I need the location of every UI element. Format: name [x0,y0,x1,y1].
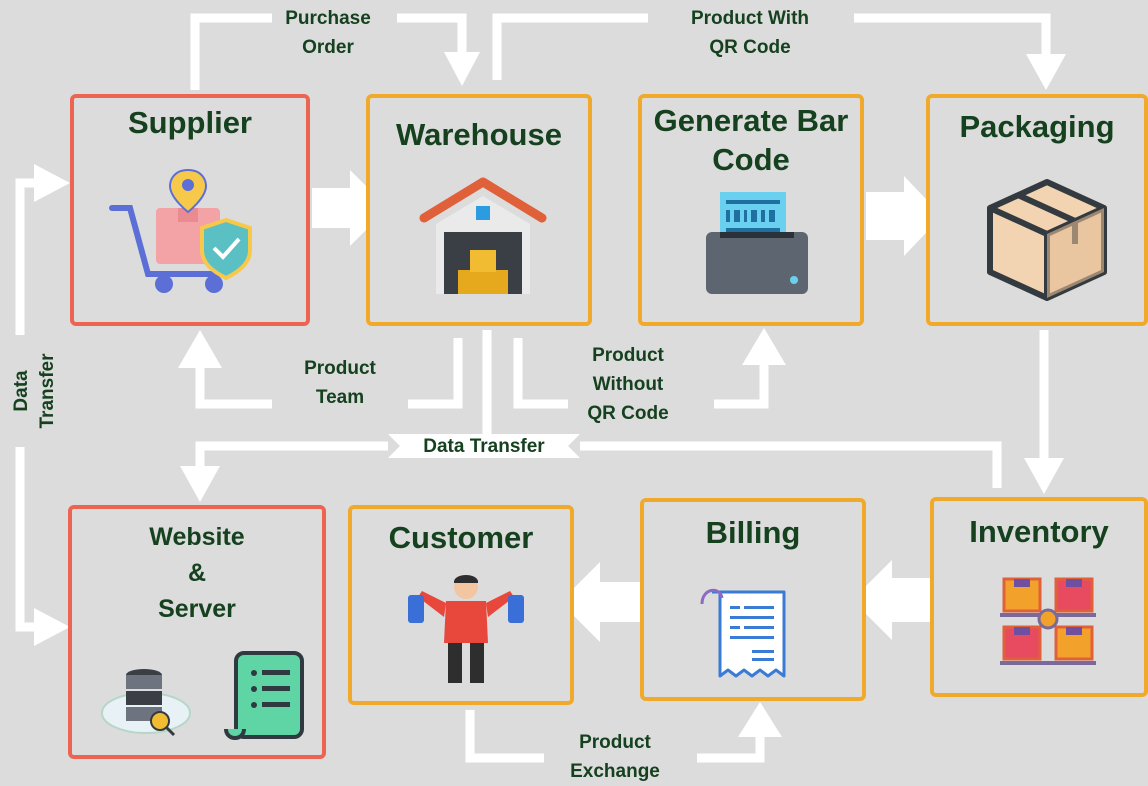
arrowhead-data-left [180,466,220,502]
side-transfer-label: Data Transfer [11,353,58,429]
box-icon [987,179,1107,301]
purchase-order-label: Purchase Order [285,8,371,58]
big-arrow-inventory-billing [852,560,930,640]
product-noqr-line-2 [714,365,769,409]
inventory-node: Inventory [930,497,1148,697]
arrowhead-inventory [1024,458,1064,494]
warehouse-icon [419,177,547,294]
billing-title: Billing [705,515,801,550]
arrowhead-po [444,52,480,86]
side-transfer-line-top [15,178,36,335]
shopper-icon [408,575,524,683]
customer-title: Customer [388,520,534,555]
database-icon [101,669,191,737]
purchase-order-line [190,13,272,90]
purchase-order-line-2 [397,13,467,52]
product-qr-line-2 [854,13,1051,56]
packaging-node: Packaging [926,94,1148,326]
arrowhead-exchange [738,702,782,737]
product-noqr-line [513,338,568,409]
exchange-line [465,710,544,763]
arrowhead-noqr [742,328,786,365]
arrowhead-side-bottom [34,608,70,646]
product-team-line [195,368,272,409]
warehouse-title: Warehouse [396,117,562,152]
product-team-label: Product Team [304,358,376,408]
big-arrow-barcode-packaging [866,176,942,256]
data-transfer-label: Data Transfer [423,436,545,457]
supplier-title: Supplier [127,105,252,140]
website-title: Website & Server [149,523,245,623]
product-qr-label: Product With QR Code [690,8,810,58]
packaging-title: Packaging [959,109,1115,144]
side-transfer-line-bottom [15,447,36,632]
barcode-title: Generate Bar Code [653,103,849,177]
billing-node: Billing [640,498,866,701]
receipt-icon [700,588,786,678]
arrowhead-qr [1026,54,1066,90]
checklist-icon [224,651,304,740]
product-noqr-label: Product Without QR Code [587,345,669,424]
barcode-node: Generate Bar Code [638,94,864,326]
inventory-icon [1000,577,1096,665]
arrowhead-side-top [34,164,70,202]
inventory-title: Inventory [969,514,1109,549]
big-arrow-billing-customer [560,562,640,642]
exchange-line-2 [697,735,765,763]
arrowhead-team [178,330,222,368]
product-team-line-2 [408,338,463,409]
data-transfer-line-right [580,441,1002,488]
data-transfer-banner [388,434,580,458]
data-transfer-line-left [195,441,388,468]
exchange-label: Product Exchange [570,732,660,782]
cart-shield-icon [109,168,252,293]
website-server-node: Website & Server [68,505,326,759]
barcode-printer-icon [706,192,808,294]
customer-node: Customer [348,505,574,705]
supplier-node: Supplier [70,94,310,326]
warehouse-node: Warehouse [366,94,592,326]
product-qr-line [492,13,648,80]
